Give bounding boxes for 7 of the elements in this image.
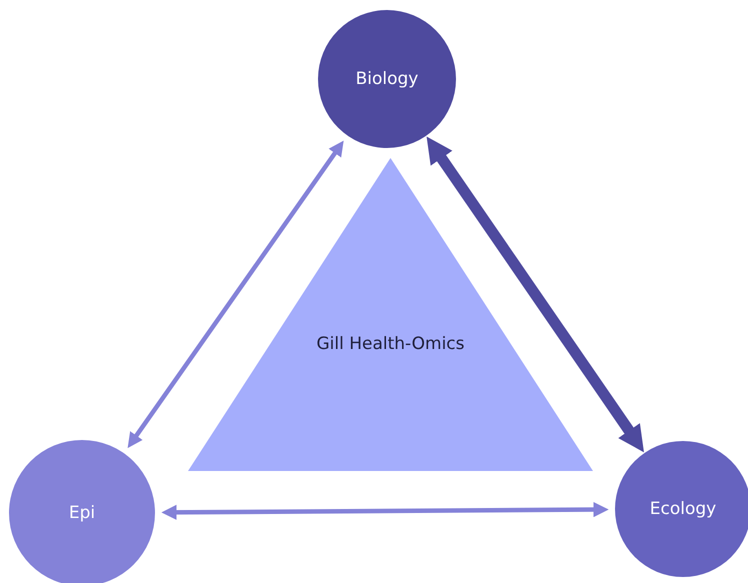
node-label: Gill Health-Omics bbox=[316, 334, 465, 354]
node-label: Ecology bbox=[650, 499, 716, 519]
node-label: Epi bbox=[68, 503, 96, 523]
double-arrow bbox=[128, 140, 344, 448]
node-label: Biology bbox=[356, 69, 418, 89]
double-arrow bbox=[161, 502, 609, 520]
double-arrow bbox=[426, 136, 644, 452]
